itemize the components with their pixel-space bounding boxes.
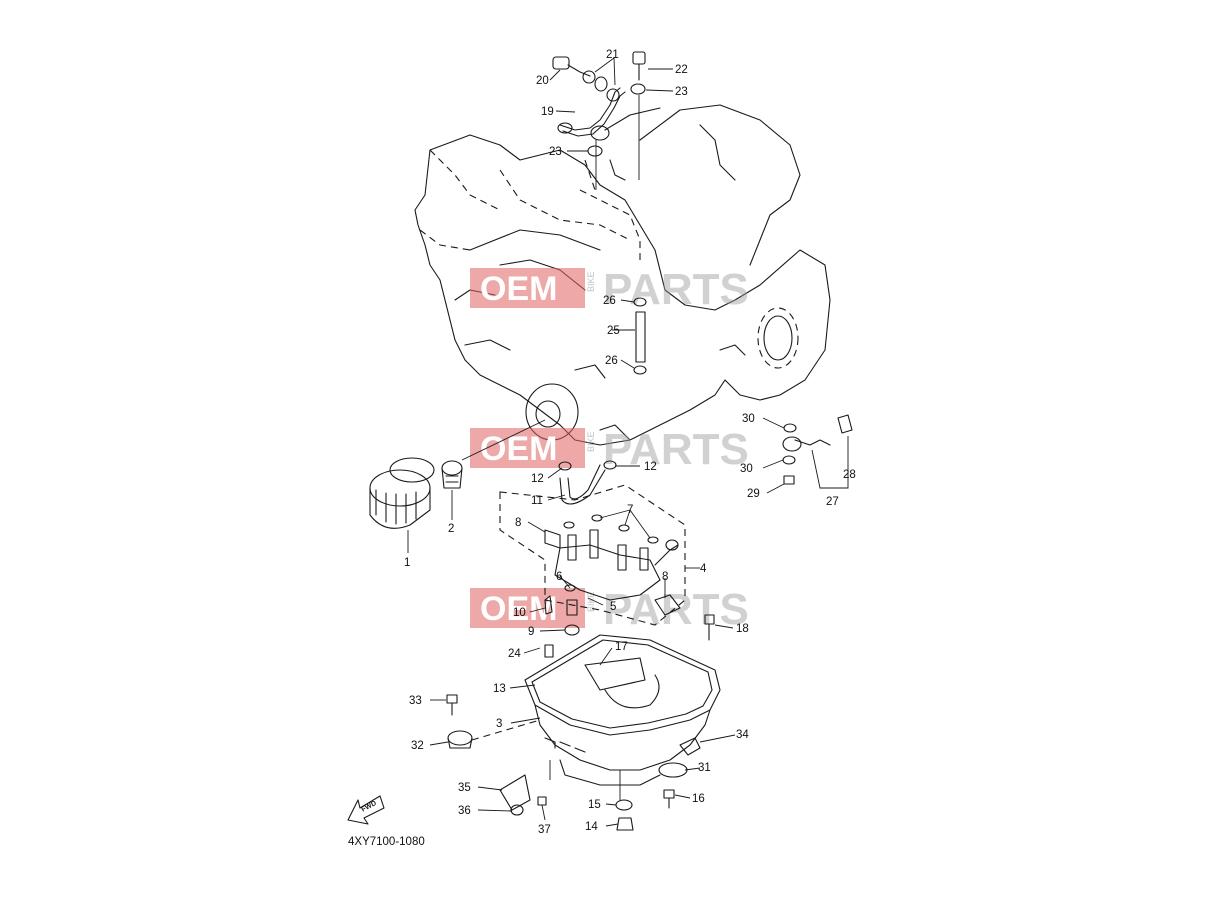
callout-19: 19 <box>541 106 554 118</box>
callout-1: 1 <box>404 557 410 569</box>
callout-8b: 8 <box>662 571 668 583</box>
callout-26: 26 <box>603 295 616 307</box>
watermark-parts-text: PARTS <box>603 265 749 314</box>
fwd-label: FWD <box>360 800 377 814</box>
callout-18: 18 <box>736 623 749 635</box>
bolt-33-grommet-32 <box>446 694 541 749</box>
callout-31: 31 <box>698 762 711 774</box>
callout-36: 36 <box>458 805 471 817</box>
callout-28: 28 <box>843 469 856 481</box>
callout-4: 4 <box>700 563 707 575</box>
callout-24: 24 <box>508 648 521 660</box>
callout-2: 2 <box>448 523 454 535</box>
callout-21: 21 <box>606 49 619 61</box>
oil-pan-studs <box>544 614 715 658</box>
oil-pressure-switch-lead <box>782 414 853 489</box>
watermark-2: OEM BIKE PARTS <box>470 425 749 474</box>
callout-12b: 12 <box>644 461 657 473</box>
callout-33: 33 <box>409 695 422 707</box>
callout-14: 14 <box>585 821 598 833</box>
watermark-middle-text: BIKE <box>586 591 596 612</box>
callout-15: 15 <box>588 799 601 811</box>
callout-32: 32 <box>411 740 424 752</box>
bracket-34 <box>679 737 701 756</box>
oil-pipe-25 <box>633 297 647 375</box>
watermark-parts-text: PARTS <box>603 425 749 474</box>
oil-pipe-11 <box>558 460 617 505</box>
callout-16: 16 <box>692 793 705 805</box>
watermark-middle-text: BIKE <box>586 431 596 452</box>
oil-filter-union-bolt <box>441 419 546 489</box>
bracket-35-36 <box>499 774 547 816</box>
callout-17: 17 <box>615 641 628 653</box>
watermark-oem-text: OEM <box>480 270 557 308</box>
callout-23: 23 <box>675 86 688 98</box>
oil-pan <box>524 634 721 800</box>
engine-hidden-lines <box>419 149 641 260</box>
callout-20: 20 <box>536 75 549 87</box>
callout-3: 3 <box>496 718 502 730</box>
callout-numbers: 1 2 3 4 5 6 7 8 8 9 10 11 12 12 13 14 15… <box>404 49 856 836</box>
callout-12: 12 <box>531 473 544 485</box>
plate-31 <box>658 762 688 778</box>
callout-10: 10 <box>513 607 526 619</box>
callout-22: 22 <box>675 64 688 76</box>
diagram-code: 4XY7100-1080 <box>348 836 425 848</box>
callout-13: 13 <box>493 683 506 695</box>
callout-30: 30 <box>742 413 755 425</box>
callout-9: 9 <box>528 626 534 638</box>
oil-delivery-pipe <box>552 51 646 190</box>
watermark-oem-text: OEM <box>480 590 557 628</box>
callout-8: 8 <box>515 517 521 529</box>
callout-11: 11 <box>531 495 543 507</box>
callout-5: 5 <box>610 601 616 613</box>
callout-27: 27 <box>826 496 839 508</box>
callout-37: 37 <box>538 824 551 836</box>
callout-25: 25 <box>607 325 620 337</box>
callout-26b: 26 <box>605 355 618 367</box>
callout-7: 7 <box>627 504 633 516</box>
callout-leaders <box>407 57 785 827</box>
callout-30b: 30 <box>740 463 753 475</box>
engine-crankcase-outline <box>414 104 831 446</box>
bolt-16 <box>663 789 675 809</box>
watermark-middle-text: BIKE <box>586 271 596 292</box>
callout-34: 34 <box>736 729 749 741</box>
watermark-oem-text: OEM <box>480 430 557 468</box>
callout-35: 35 <box>458 782 471 794</box>
drain-plug-14 <box>615 799 634 831</box>
callout-23b: 23 <box>549 146 562 158</box>
fwd-arrow-icon: FWD <box>347 795 385 825</box>
watermark-1: OEM BIKE PARTS <box>470 265 749 314</box>
oil-filter <box>369 457 435 529</box>
callout-6: 6 <box>556 571 562 583</box>
callout-29: 29 <box>747 488 760 500</box>
